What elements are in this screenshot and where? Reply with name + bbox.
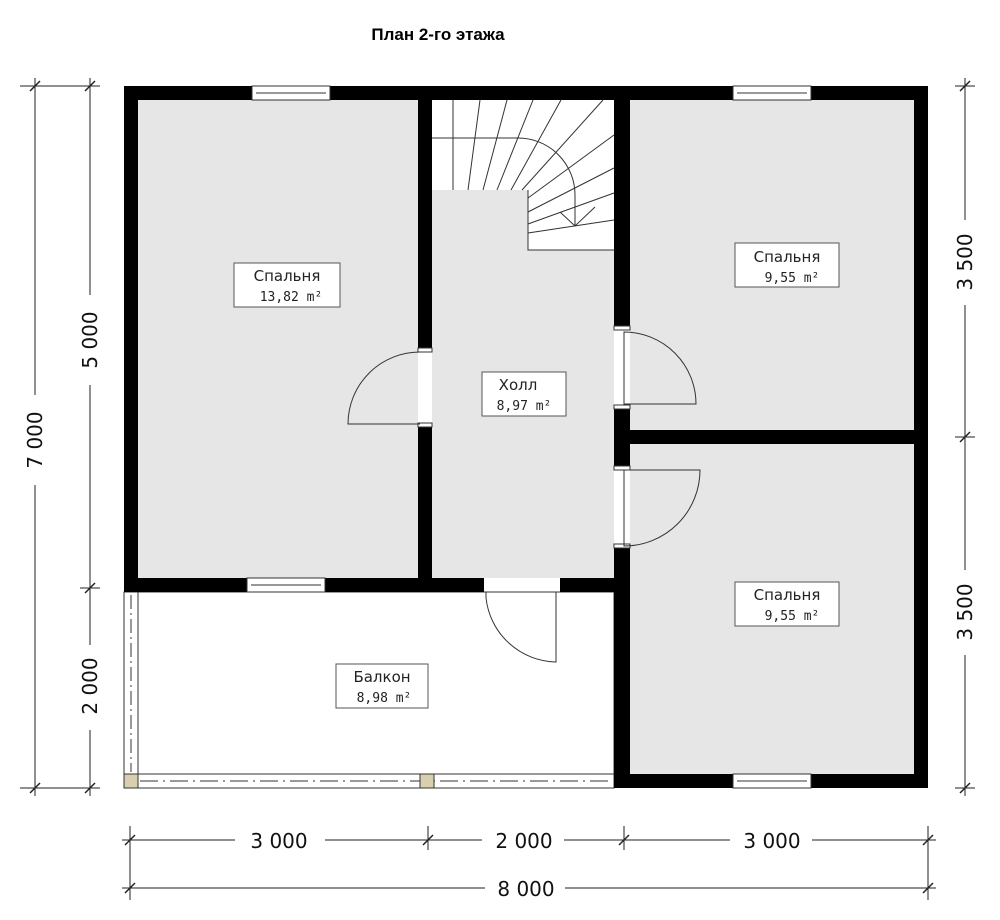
room-label-bedroom-bottom-right: Спальня 9,55 m² xyxy=(734,581,840,627)
doors xyxy=(347,325,701,663)
room-label-bedroom-top-right: Спальня 9,55 m² xyxy=(734,242,840,288)
svg-text:13,82 m²: 13,82 m² xyxy=(260,290,323,305)
column xyxy=(419,773,435,789)
svg-text:Спальня: Спальня xyxy=(254,267,321,285)
room-label-bedroom-left: Спальня 13,82 m² xyxy=(233,262,341,308)
dimension-labels: 7 000 5 000 2 000 3 500 3 500 3 000 2 00… xyxy=(23,220,977,901)
dim-left-upper: 5 000 xyxy=(78,311,102,368)
svg-text:8,97 m²: 8,97 m² xyxy=(497,399,552,414)
dim-left-lower: 2 000 xyxy=(78,657,102,714)
dim-bottom-total: 8 000 xyxy=(497,877,554,901)
windows xyxy=(246,85,812,789)
dim-right-upper: 3 500 xyxy=(953,233,977,290)
svg-text:9,55 m²: 9,55 m² xyxy=(765,609,820,624)
svg-text:Спальня: Спальня xyxy=(754,248,821,266)
room-label-hall: Холл 8,97 m² xyxy=(481,371,567,417)
svg-text:Холл: Холл xyxy=(499,376,538,394)
dim-right-lower: 3 500 xyxy=(953,583,977,640)
dim-left-total: 7 000 xyxy=(23,411,47,468)
svg-text:9,55 m²: 9,55 m² xyxy=(765,271,820,286)
svg-text:8,98 m²: 8,98 m² xyxy=(357,691,412,706)
plan-title: План 2-го этажа xyxy=(371,25,505,44)
column xyxy=(123,773,139,789)
svg-text:Балкон: Балкон xyxy=(353,668,410,686)
svg-text:Спальня: Спальня xyxy=(754,586,821,604)
dim-bottom-2: 2 000 xyxy=(495,829,552,853)
dim-bottom-1: 3 000 xyxy=(250,829,307,853)
dim-bottom-3: 3 000 xyxy=(743,829,800,853)
room-label-balcony: Балкон 8,98 m² xyxy=(335,663,429,709)
staircase xyxy=(432,99,615,251)
